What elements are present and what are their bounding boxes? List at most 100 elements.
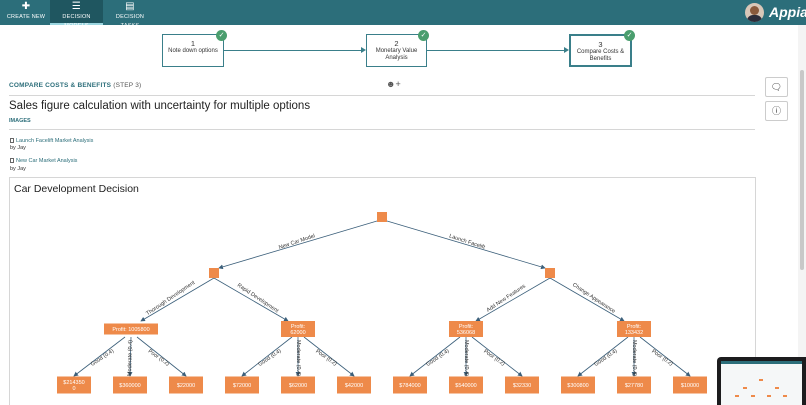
scrollbar-thumb[interactable] — [800, 70, 804, 270]
branch-edge — [218, 220, 378, 270]
step-1-number: 1 — [190, 39, 196, 48]
appian-logo: Appian — [769, 4, 806, 20]
outcome-leaf-text: $32330 — [513, 383, 531, 389]
profit-node[interactable] — [104, 323, 158, 335]
branch-label-rr: Change Appearance — [571, 282, 616, 315]
attachment-link-1[interactable]: Launch Facelift Market Analysis — [10, 138, 93, 144]
profit-node[interactable] — [617, 321, 651, 337]
step-3[interactable]: 3 Compare Costs & Benefits — [569, 34, 632, 67]
page-title: Sales figure calculation with uncertaint… — [9, 100, 311, 112]
outcome-leaf[interactable] — [449, 376, 483, 394]
divider — [9, 95, 755, 96]
attachment-link-2[interactable]: New Car Market Analysis — [10, 158, 77, 164]
add-user-icon[interactable]: ☻+ — [386, 79, 401, 89]
outcome-leaf[interactable] — [113, 376, 147, 394]
section-title-text: COMPARE COSTS & BENEFITS — [9, 82, 112, 89]
tasks-icon: ▤ — [125, 1, 135, 12]
decision-tasks-label: DECISION TASKS — [115, 14, 145, 29]
outcome-label: Good (0.4) — [90, 348, 115, 368]
attachment-author: by Jay — [10, 166, 26, 172]
step-1-label: Note down options — [168, 48, 218, 54]
screen-preview-thumbnail[interactable] — [717, 357, 806, 405]
comment-icon[interactable]: 🗨 — [765, 77, 788, 97]
profit-node-text: Profit: 1005800 — [112, 327, 149, 333]
outcome-leaf-text: 0 — [72, 386, 75, 392]
decision-tasks-tab[interactable]: ▤ DECISION TASKS — [106, 0, 154, 29]
section-step-label: (STEP 3) — [113, 82, 142, 89]
attachment-title: New Car Market Analysis — [16, 158, 78, 164]
outcome-label: Moderate (0.4) — [295, 340, 301, 376]
decision-node-launch-facelift[interactable] — [545, 268, 555, 278]
outcome-edge — [303, 336, 355, 377]
decision-node-root[interactable] — [377, 212, 387, 222]
outcome-leaf-text: $540000 — [455, 383, 476, 389]
step-2[interactable]: 2 Monetary Value Analysis — [366, 34, 427, 67]
outcome-edge — [73, 336, 126, 377]
profit-node[interactable] — [281, 321, 315, 337]
branch-edge — [213, 277, 289, 322]
profit-node[interactable] — [449, 321, 483, 337]
divider — [9, 129, 755, 130]
outcome-label: Moderate (0.4) — [631, 340, 637, 376]
branch-edge — [549, 277, 625, 322]
list-icon: ☰ — [71, 1, 82, 12]
attachment-title: Launch Facelift Market Analysis — [16, 138, 94, 144]
profit-node-text: Profit: — [627, 324, 642, 330]
outcome-leaf[interactable] — [505, 376, 539, 394]
branch-edge — [475, 277, 551, 322]
outcome-leaf-text: $62000 — [289, 383, 307, 389]
outcome-edge — [127, 336, 133, 377]
step-1[interactable]: 1 Note down options — [162, 34, 224, 67]
branch-edge — [140, 277, 215, 322]
outcome-leaf[interactable] — [169, 376, 203, 394]
profit-node-text: 62000 — [290, 330, 305, 336]
outcome-edge — [241, 336, 293, 377]
branch-label-lr: Rapid Development — [236, 283, 280, 315]
outcome-leaf-text: $360000 — [119, 383, 140, 389]
outcome-leaf-text: $10000 — [681, 383, 699, 389]
profit-node-text: Profit: — [459, 324, 474, 330]
outcome-label: Moderate (0.4) — [463, 340, 469, 376]
user-avatar[interactable] — [745, 3, 764, 22]
branch-label-ll: Thorough Development — [145, 280, 196, 317]
outcome-leaf[interactable] — [281, 376, 315, 394]
branch-edge — [386, 220, 546, 270]
branch-label-new-car-model: New Car Model — [278, 233, 316, 251]
outcome-label: Good (0.4) — [425, 348, 450, 368]
thumbnail-screen — [721, 361, 802, 405]
branch-label-launch-facelift: Launch Facelift — [448, 233, 486, 251]
check-icon: ✓ — [624, 30, 635, 41]
outcome-leaf[interactable] — [225, 376, 259, 394]
outcome-leaf[interactable] — [561, 376, 595, 394]
decision-models-tab[interactable]: ☰ DECISION MODELS — [50, 0, 103, 29]
outcome-leaf[interactable] — [393, 376, 427, 394]
decision-models-label: DECISION MODELS — [62, 14, 91, 29]
info-icon[interactable]: ⓘ — [765, 101, 788, 121]
outcome-leaf[interactable] — [673, 376, 707, 394]
outcome-edge — [136, 336, 187, 377]
outcome-label: Good (0.4) — [257, 348, 282, 368]
outcome-leaf-text: $214350 — [63, 380, 84, 386]
outcome-label: Poor (0.2) — [482, 349, 506, 368]
outcome-leaf[interactable] — [57, 376, 91, 394]
images-label: IMAGES — [9, 118, 31, 124]
outcome-label: Good (0.4) — [593, 348, 618, 368]
step-connector — [427, 50, 565, 51]
outcome-leaf[interactable] — [337, 376, 371, 394]
outcome-leaf-text: $27780 — [625, 383, 643, 389]
create-new-label: CREATE NEW — [6, 14, 46, 20]
outcome-edge — [471, 336, 523, 377]
profit-node-text: 536068 — [457, 330, 475, 336]
outcome-leaf-text: $72000 — [233, 383, 251, 389]
profit-node-text: Profit: — [291, 324, 306, 330]
check-icon: ✓ — [418, 30, 429, 41]
step-2-number: 2 — [394, 39, 399, 48]
outcome-leaf[interactable] — [617, 376, 651, 394]
create-new-button[interactable]: ✚ CREATE NEW — [6, 0, 46, 25]
outcome-leaf-text: $784000 — [399, 383, 420, 389]
decision-node-new-car-model[interactable] — [209, 268, 219, 278]
outcome-label: Poor (0.2) — [650, 349, 674, 368]
outcome-label: Poor (0.2) — [314, 349, 338, 368]
profit-node-text: 133432 — [625, 330, 643, 336]
